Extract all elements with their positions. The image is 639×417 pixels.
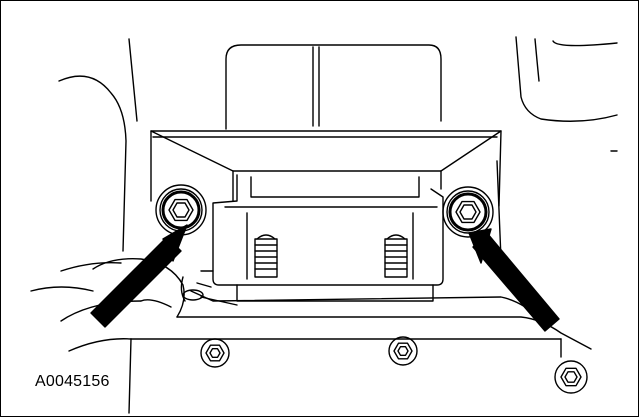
case-bolt-3-hex-bolt-icon [554, 360, 588, 394]
right-mount-bolt-hex-bolt-icon [442, 186, 494, 238]
right-body-contour [496, 36, 618, 302]
left-stud-icon [254, 234, 278, 278]
left-body-contour [58, 38, 138, 272]
left-mount-bolt-hex-bolt-icon [155, 184, 207, 236]
selector-lever [180, 276, 238, 306]
figure-id-label: A0045156 [35, 373, 110, 390]
upper-housing [225, 44, 442, 130]
case-bolt-1-hex-bolt-icon [200, 338, 230, 368]
right-arrow-icon [468, 228, 560, 332]
case-bolt-2-hex-bolt-icon [388, 336, 418, 366]
right-stud-icon [384, 234, 408, 278]
left-arrow-icon [90, 224, 188, 328]
mount-bracket [150, 130, 502, 207]
transmission-mount [196, 174, 444, 302]
